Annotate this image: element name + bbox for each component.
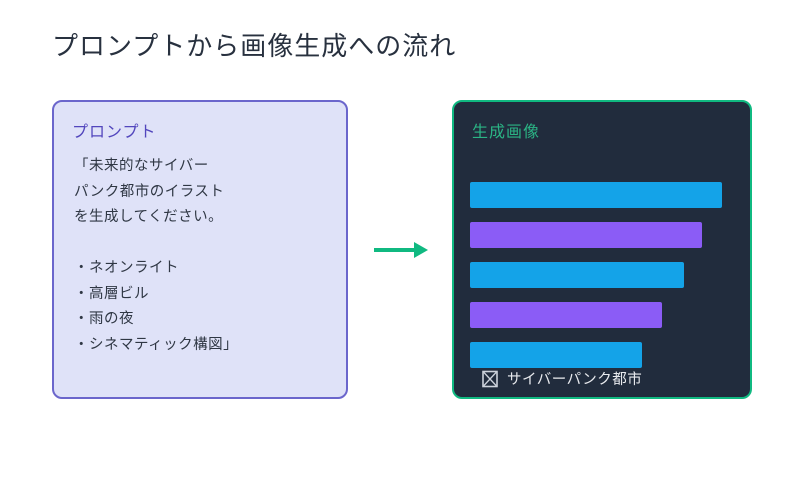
image-bar [470, 262, 684, 288]
right-arrow-icon [374, 242, 428, 258]
image-bar [470, 222, 702, 248]
prompt-text: 「未来的なサイバーパンク都市のイラストを生成してください。・ネオンライト・高層ビ… [74, 154, 332, 358]
prompt-text-line [74, 231, 332, 257]
generated-card-title: 生成画像 [472, 124, 541, 141]
image-placeholder-bars [470, 182, 722, 382]
page-title: プロンプトから画像生成への流れ [52, 31, 457, 61]
generated-image-card: 生成画像 サイバーパンク都市 [452, 100, 752, 399]
prompt-card-title: プロンプト [72, 124, 157, 141]
prompt-text-line: パンク都市のイラスト [74, 183, 225, 200]
prompt-text-line: を生成してください。 [74, 209, 224, 225]
prompt-text-line: ・雨の夜 [74, 311, 134, 327]
prompt-text-line: 「未来的なサイバー [74, 158, 209, 174]
prompt-text-line: ・シネマティック構図」 [74, 336, 239, 353]
image-caption-text: サイバーパンク都市 [507, 372, 643, 388]
image-bar [470, 302, 662, 328]
prompt-card: プロンプト 「未来的なサイバーパンク都市のイラストを生成してください。・ネオンラ… [52, 100, 348, 399]
missing-glyph-icon [482, 370, 498, 387]
image-caption: サイバーパンク都市 [482, 368, 642, 389]
image-bar [470, 342, 642, 368]
image-bar [470, 182, 722, 208]
prompt-text-line: ・高層ビル [74, 285, 149, 302]
prompt-text-line: ・ネオンライト [74, 260, 179, 276]
